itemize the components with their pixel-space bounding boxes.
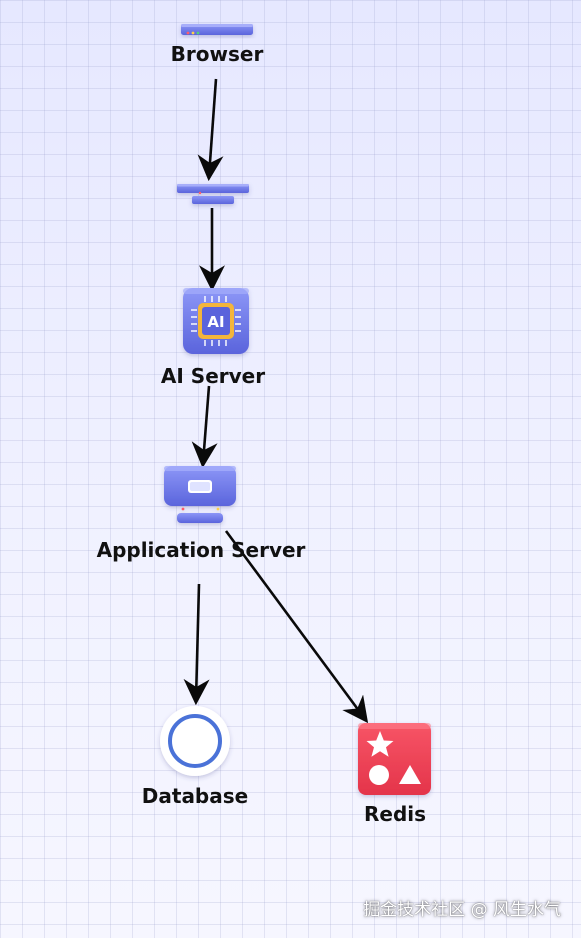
proxy-layers-icon[interactable] — [177, 184, 249, 204]
edge-ai-server-to-app-server — [191, 385, 218, 469]
database-circle-icon[interactable] — [160, 706, 230, 776]
edges-layer — [183, 78, 369, 724]
ai-chip-text: AI — [207, 313, 224, 331]
redis-label: Redis — [363, 802, 427, 826]
server-icon[interactable] — [164, 466, 236, 523]
ai-server-label: AI Server — [160, 364, 266, 388]
database-label: Database — [141, 784, 249, 808]
ai-chip-icon[interactable]: AI — [183, 288, 249, 354]
watermark-text: 掘金技术社区 @ 风生水气 — [363, 900, 561, 920]
edge-app-server-to-database — [183, 583, 210, 706]
browser-label: Browser — [170, 42, 264, 66]
redis-shapes-icon[interactable] — [358, 723, 431, 795]
application-server-label: Application Server — [96, 538, 306, 562]
browser-window-icon[interactable] — [181, 24, 253, 35]
edge-browser-to-proxy — [197, 78, 224, 182]
edge-app-server-to-redis — [224, 530, 369, 724]
